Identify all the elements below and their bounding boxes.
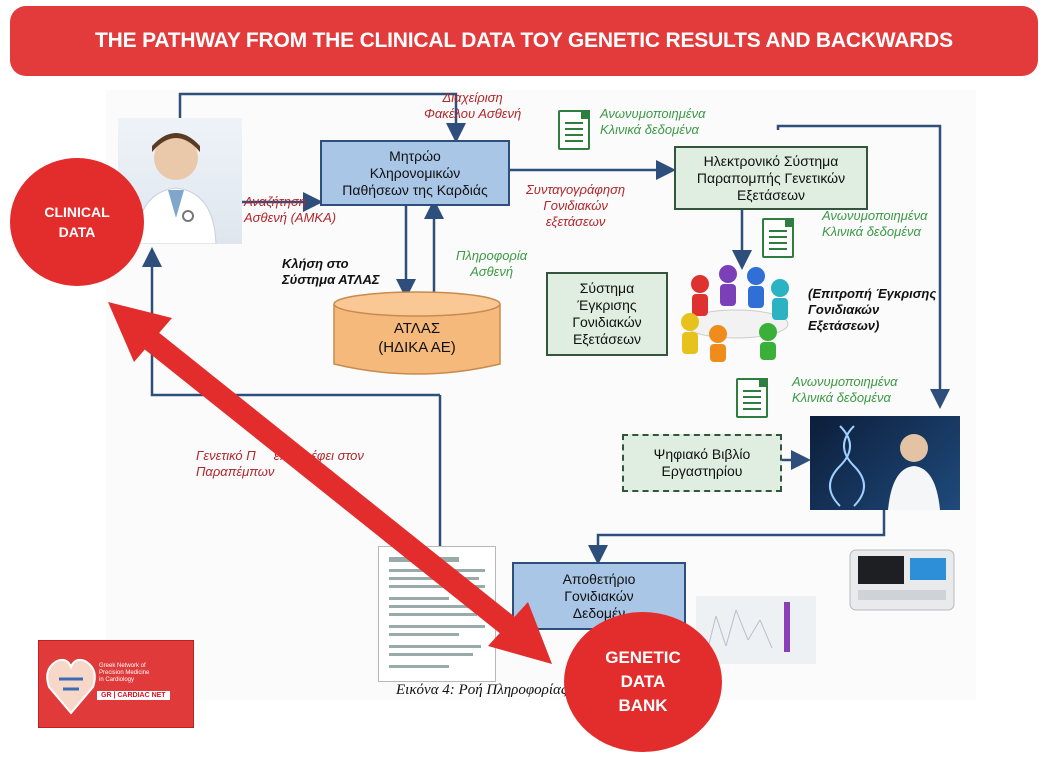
- report-lines-icon: [389, 557, 485, 668]
- anonymized-label-3: Ανωνυμοποιημένα Κλινικά δεδομένα: [792, 374, 898, 406]
- logo-text: Greek Network of Precision Medicine in C…: [99, 663, 179, 684]
- prescription-line-1: Συνταγογράφηση: [526, 182, 626, 197]
- atlas-line-1: ΑΤΛΑΣ: [393, 320, 441, 337]
- patient-info-line-1: Πληροφορία: [456, 248, 528, 263]
- referral-line-3: Εξετάσεων: [736, 186, 806, 203]
- committee-line-3: Εξετάσεων): [808, 318, 880, 333]
- referral-system-box: Ηλεκτρονικό Σύστημα Παραπομπής Γενετικών…: [674, 146, 868, 210]
- anonymized-label-1: Ανωνυμοποιημένα Κλινικά δεδομένα: [600, 106, 706, 138]
- genetic-return-label: Γενετικό Π επιστρέφει στον Παραπέμπων: [196, 448, 364, 480]
- gr-cardiac-net-logo: Greek Network of Precision Medicine in C…: [38, 640, 194, 728]
- search-patient-label: Αναζήτηση Ασθενή (ΑΜΚΑ): [244, 194, 336, 226]
- genetic-line-2: DATA: [620, 672, 666, 691]
- data-chart-icon: [705, 602, 790, 657]
- genetic-data-bank-circle: GENETIC DATA BANK: [564, 612, 722, 752]
- genetic-return-line-1: Γενετικό Π επιστρέφει στον: [196, 448, 364, 464]
- pathway-diagram: Μητρώο Κληρονομικών Παθήσεων της Καρδιάς…: [106, 90, 976, 700]
- logo-line-3: in Cardiology: [99, 677, 135, 683]
- patient-file-label: Διαχείριση Φακέλου Ασθενή: [424, 90, 521, 122]
- approval-system-box: Σύστημα Έγκρισης Γονιδιακών Εξετάσεων: [546, 272, 668, 356]
- genetic-return-line-2: Παραπέμπων: [196, 464, 275, 479]
- registry-line-1: Μητρώο: [389, 147, 441, 164]
- data-chart-image: [696, 596, 816, 664]
- atlas-label: ΑΤΛΑΣ (ΗΔΙΚΑ ΑΕ): [332, 314, 502, 362]
- genetic-line-3: BANK: [618, 696, 668, 715]
- prescription-line-2: Γονιδιακών: [543, 198, 608, 213]
- registry-line-2: Κληρονομικών: [369, 164, 461, 181]
- committee-line-2: Γονιδιακών: [808, 302, 880, 317]
- atlas-call-line-2: Σύστημα ΑΤΛΑΣ: [282, 272, 380, 287]
- search-patient-line-2: Ασθενή (ΑΜΚΑ): [244, 210, 337, 225]
- clinical-line-1: CLINICAL: [44, 204, 110, 220]
- prescription-line-3: εξετάσεων: [545, 214, 606, 229]
- anonymized-3-line-2: Κλινικά δεδομένα: [792, 390, 891, 405]
- genetic-return-part-2: επιστρέφει στον: [273, 448, 364, 463]
- committee-image: [670, 258, 802, 362]
- patient-file-line-1: Διαχείριση: [442, 90, 503, 105]
- prescription-label: Συνταγογράφηση Γονιδιακών εξετάσεων: [526, 182, 625, 230]
- approval-line-3: Γονιδιακών: [572, 314, 642, 330]
- anonymized-2-line-1: Ανωνυμοποιημένα: [822, 208, 928, 223]
- patient-info-label: Πληροφορία Ασθενή: [456, 248, 527, 280]
- committee-label: (Επιτροπή Έγκρισης Γονιδιακών Εξετάσεων): [808, 286, 936, 334]
- genetic-return-part-1: Γενετικό Π: [196, 448, 256, 463]
- clinical-line-2: DATA: [58, 224, 96, 240]
- scientist-photo: [810, 416, 960, 510]
- lab-book-line-1: Ψηφιακό Βιβλίο: [653, 446, 751, 462]
- logo-line-2: Precision Medicine: [99, 670, 150, 676]
- anonymized-label-2: Ανωνυμοποιημένα Κλινικά δεδομένα: [822, 208, 928, 240]
- genetic-line-1: GENETIC: [605, 648, 681, 667]
- clinical-data-circle: CLINICAL DATA: [10, 158, 144, 286]
- anonymized-3-line-1: Ανωνυμοποιημένα: [792, 374, 898, 389]
- lab-book-line-2: Εργαστηρίου: [661, 463, 743, 479]
- document-icon: [558, 110, 590, 150]
- referral-line-1: Ηλεκτρονικό Σύστημα: [703, 152, 839, 169]
- scientist-dna-icon: [829, 425, 940, 510]
- genetic-report-document: [378, 546, 496, 682]
- logo-badge: GR | CARDIAC NET: [97, 691, 170, 700]
- anonymized-1-line-1: Ανωνυμοποιημένα: [600, 106, 706, 121]
- approval-line-4: Εξετάσεων: [572, 331, 642, 347]
- search-patient-line-1: Αναζήτηση: [244, 194, 306, 209]
- repository-line-1: Αποθετήριο: [562, 570, 636, 587]
- committee-line-1: (Επιτροπή Έγκρισης: [808, 286, 937, 301]
- approval-line-2: Έγκρισης: [577, 297, 637, 313]
- anonymized-1-line-2: Κλινικά δεδομένα: [600, 122, 699, 137]
- lab-book-box: Ψηφιακό Βιβλίο Εργαστηρίου: [622, 434, 782, 492]
- committee-people-icon: [681, 265, 789, 362]
- sequencer-image: [846, 540, 958, 616]
- atlas-call-label: Κλήση στο Σύστημα ΑΤΛΑΣ: [282, 256, 380, 288]
- title-banner: THE PATHWAY FROM THE CLINICAL DATA TOY G…: [10, 6, 1038, 76]
- patient-info-line-2: Ασθενή: [470, 264, 514, 279]
- sequencer-icon: [849, 549, 955, 611]
- atlas-call-line-1: Κλήση στο: [282, 256, 349, 271]
- approval-line-1: Σύστημα: [579, 280, 635, 296]
- document-icon: [762, 218, 794, 258]
- logo-line-1: Greek Network of: [99, 663, 146, 669]
- repository-line-2: Γονιδιακών: [564, 587, 634, 604]
- document-icon: [736, 378, 768, 418]
- referral-line-2: Παραπομπής Γενετικών: [696, 169, 846, 186]
- anonymized-2-line-2: Κλινικά δεδομένα: [822, 224, 921, 239]
- registry-box: Μητρώο Κληρονομικών Παθήσεων της Καρδιάς: [320, 140, 510, 206]
- atlas-line-2: (ΗΔΙΚΑ ΑΕ): [378, 339, 456, 356]
- title-text: THE PATHWAY FROM THE CLINICAL DATA TOY G…: [95, 29, 953, 52]
- registry-line-3: Παθήσεων της Καρδιάς: [342, 181, 488, 198]
- patient-file-line-2: Φακέλου Ασθενή: [424, 106, 522, 121]
- heart-logo-icon: [46, 658, 96, 715]
